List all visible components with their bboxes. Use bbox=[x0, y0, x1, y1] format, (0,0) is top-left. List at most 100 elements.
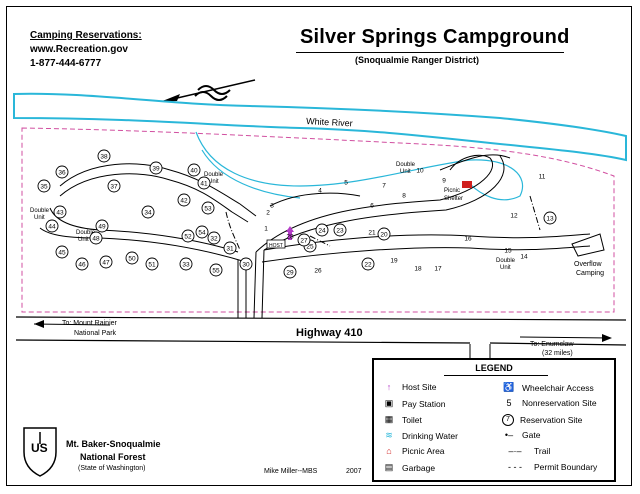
site-number: 36 bbox=[58, 170, 66, 177]
double-unit-label: Double bbox=[396, 162, 416, 168]
site-number: 29 bbox=[286, 270, 294, 277]
campsite-39: 39 bbox=[149, 161, 163, 175]
legend-item-wheelchair: ♿ Wheelchair Access bbox=[502, 382, 593, 393]
campsite-7: 7 bbox=[382, 183, 386, 190]
trail bbox=[225, 195, 541, 251]
campsite-34: 34 bbox=[141, 205, 155, 219]
site-number: 24 bbox=[318, 228, 326, 235]
legend-label: Toilet bbox=[402, 414, 422, 425]
map-credit: Mike Miller--MBS bbox=[264, 468, 318, 475]
agency-name: Mt. Baker-Snoqualmie bbox=[66, 439, 161, 449]
reservation-site-marker bbox=[197, 176, 211, 190]
reservation-site-marker bbox=[315, 223, 329, 237]
double-unit-label: Unit bbox=[400, 169, 411, 175]
toilet-icon: ▦ bbox=[384, 414, 394, 424]
campsite-53: 53 bbox=[201, 201, 215, 215]
campsite-37: 37 bbox=[107, 179, 121, 193]
campsite-40: 40 bbox=[187, 163, 201, 177]
wheelchair-icon: ♿ bbox=[503, 382, 515, 392]
site-number: 42 bbox=[180, 198, 188, 205]
site-number: 55 bbox=[212, 268, 220, 275]
white-river bbox=[13, 92, 627, 162]
site-number: 18 bbox=[414, 266, 422, 273]
reservation-site-marker bbox=[141, 205, 155, 219]
reservation-site-marker bbox=[177, 193, 191, 207]
legend-label: Nonreservation Site bbox=[522, 398, 597, 408]
map-year: 2007 bbox=[346, 468, 362, 475]
double-unit-label: Double bbox=[76, 230, 96, 236]
site-number: 2 bbox=[266, 210, 270, 217]
site-number: 16 bbox=[464, 236, 472, 243]
site-number: 30 bbox=[242, 262, 250, 269]
site-number: 4 bbox=[318, 188, 322, 195]
site-number: 5 bbox=[344, 180, 348, 187]
reservation-site-marker bbox=[99, 255, 113, 269]
reservation-site-marker bbox=[195, 225, 209, 239]
site-number: 45 bbox=[58, 250, 66, 257]
map-frame bbox=[6, 6, 632, 486]
stream bbox=[201, 149, 301, 199]
legend-label: Drinking Water bbox=[402, 430, 458, 441]
map-title: Silver Springs Campground bbox=[300, 26, 570, 48]
site-number: 26 bbox=[314, 268, 322, 275]
title-underline bbox=[296, 52, 564, 53]
reservation-site-marker bbox=[75, 257, 89, 271]
reservations-phone: 1-877-444-6777 bbox=[30, 58, 102, 69]
picnic-shelter bbox=[462, 181, 472, 188]
campsite-18: 18 bbox=[414, 266, 422, 273]
site-number: 7 bbox=[382, 183, 386, 190]
site-number: 12 bbox=[510, 213, 518, 220]
campsite-13: 13 bbox=[543, 211, 557, 225]
site-number: 44 bbox=[48, 224, 56, 231]
site-number: 6 bbox=[370, 203, 374, 210]
garbage-icon: ▤ bbox=[384, 462, 394, 472]
reservation-site-marker bbox=[283, 265, 297, 279]
reservation-site-marker bbox=[55, 165, 69, 179]
west-destination: To: Mount Rainier bbox=[62, 320, 118, 327]
reservation-site-marker bbox=[53, 205, 67, 219]
campsite-15: 15 bbox=[504, 248, 512, 255]
reservation-site-marker bbox=[361, 257, 375, 271]
campsite-26: 26 bbox=[314, 268, 322, 275]
campsite-31: 31 bbox=[223, 241, 237, 255]
east-destination-2: (32 miles) bbox=[542, 350, 573, 357]
campsite-4: 4 bbox=[318, 188, 322, 195]
reservation-site-marker bbox=[89, 231, 103, 245]
reservation-site-marker bbox=[377, 227, 391, 241]
double-unit-label: Double bbox=[30, 208, 50, 214]
campsite-35: 35 bbox=[37, 179, 51, 193]
pay-station-icon: ▣ bbox=[384, 398, 394, 408]
site-number: 22 bbox=[364, 262, 372, 269]
campsite-42: 42 bbox=[177, 193, 191, 207]
site-number: 11 bbox=[539, 174, 546, 181]
drinking-water-icon: ≋ bbox=[385, 430, 393, 440]
picnic-table-icon: ⌂ bbox=[386, 446, 392, 456]
campsite-11: 11 bbox=[539, 174, 546, 181]
reservation-site-marker bbox=[107, 179, 121, 193]
site-number: 40 bbox=[190, 168, 198, 175]
double-unit-label: Unit bbox=[500, 265, 511, 271]
legend-title: LEGEND bbox=[475, 363, 513, 373]
site-number: 50 bbox=[128, 256, 136, 263]
campsite-9: 9 bbox=[442, 178, 446, 185]
forest-service-shield-icon: US bbox=[23, 427, 57, 477]
reservation-site-marker bbox=[45, 219, 59, 233]
site-number: 8 bbox=[402, 193, 406, 200]
site-number: 48 bbox=[92, 236, 100, 243]
campsite-16: 16 bbox=[464, 236, 472, 243]
double-unit-label: Unit bbox=[34, 215, 45, 221]
host-site-icon: ↑ bbox=[386, 382, 392, 392]
campsite-17: 17 bbox=[434, 266, 442, 273]
site-number: 46 bbox=[78, 262, 86, 269]
site-number: 35 bbox=[40, 184, 48, 191]
reservations-url[interactable]: www.Recreation.gov bbox=[30, 44, 128, 55]
reservation-site-marker bbox=[297, 233, 311, 247]
campsite-5: 5 bbox=[344, 180, 348, 187]
site-number: 49 bbox=[98, 224, 106, 231]
campsite-50: 50 bbox=[125, 251, 139, 265]
north-arrow-icon bbox=[159, 79, 256, 103]
campsite-19: 19 bbox=[390, 258, 398, 265]
site-number: 3 bbox=[270, 203, 274, 210]
campsite-47: 47 bbox=[99, 255, 113, 269]
